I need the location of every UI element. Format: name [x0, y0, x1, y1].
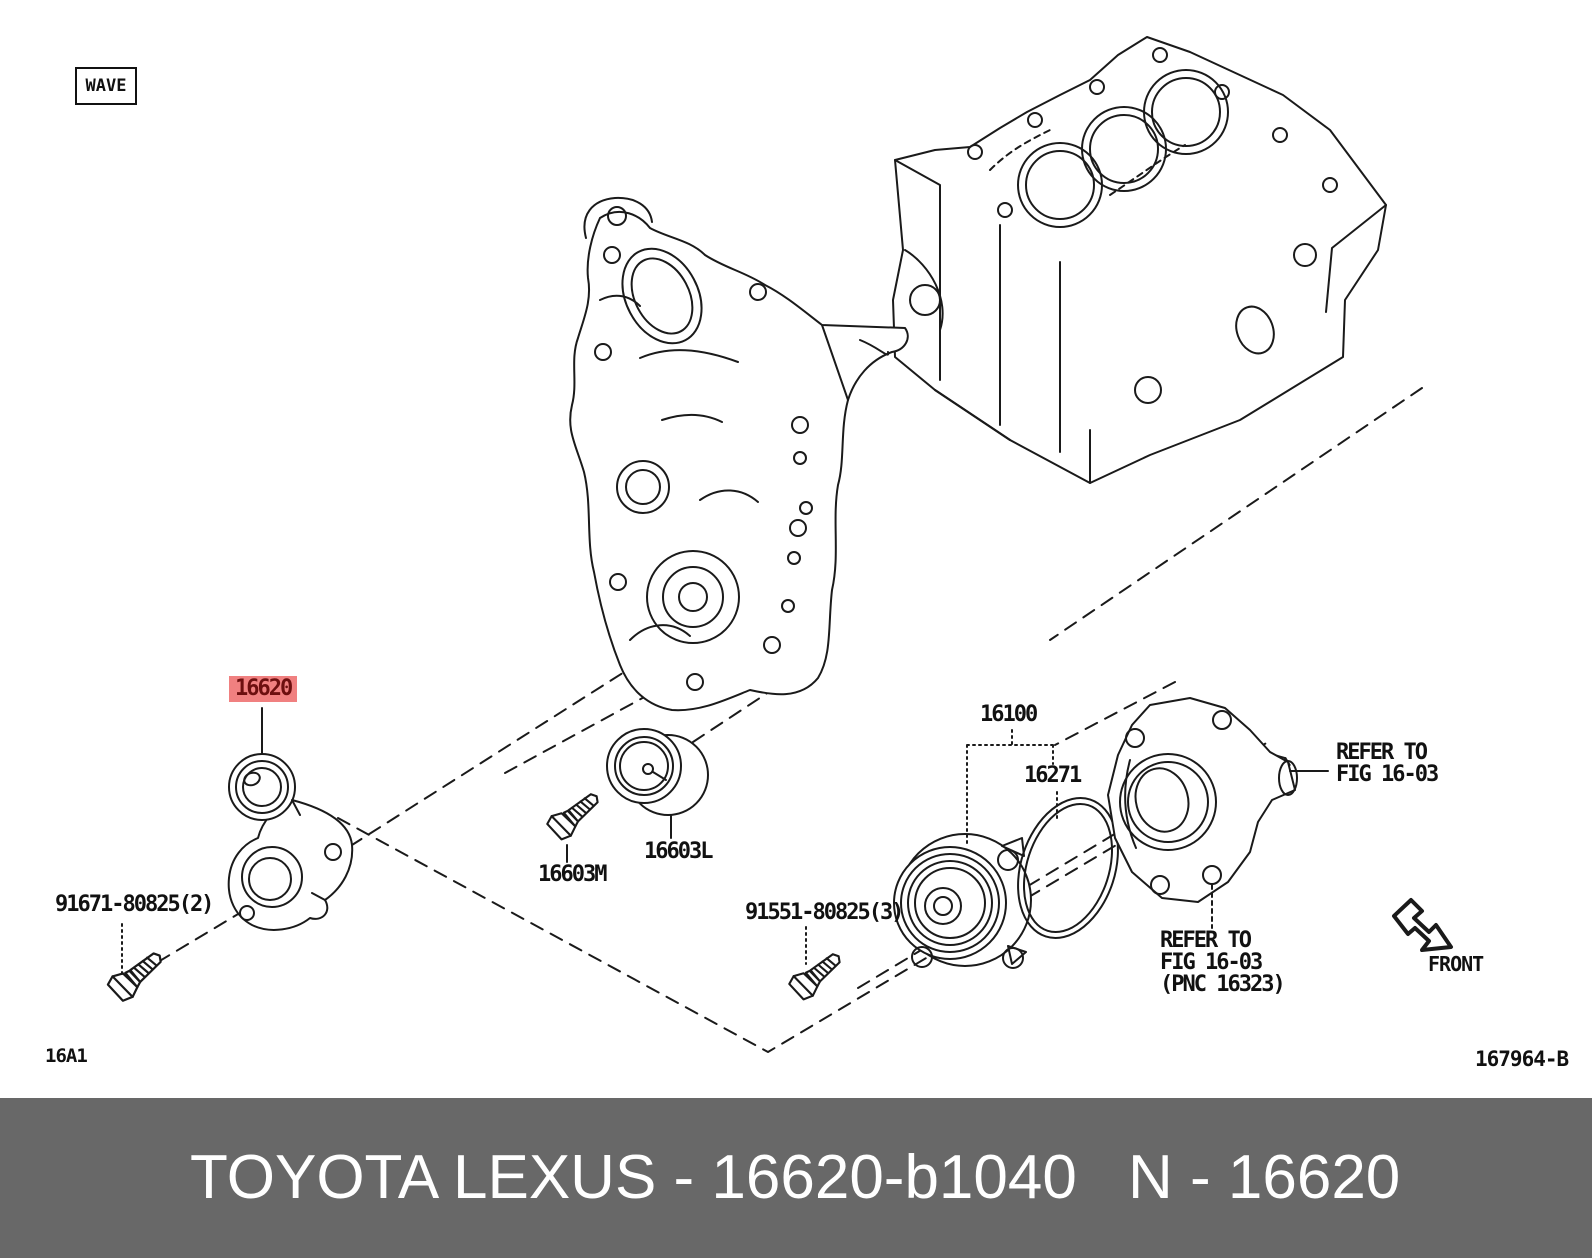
wave-tag: WAVE	[75, 67, 137, 105]
refer-note-top: REFER TO FIG 16-03	[1336, 740, 1439, 787]
refer-note-bottom-line3: (PNC 16323)	[1160, 972, 1286, 997]
belt-tensioner-drawing	[227, 753, 354, 931]
pump-housing-drawing	[1107, 697, 1298, 903]
refer-note-bottom: REFER TO FIG 16-03 (PNC 16323)	[1160, 928, 1286, 997]
front-label: FRONT	[1428, 952, 1484, 976]
banner-part-number: N - 16620	[1128, 1143, 1401, 1212]
cylinder-block-drawing	[892, 36, 1387, 484]
bolt-91551-drawing	[786, 944, 849, 1004]
bolt-16603M-drawing	[544, 784, 607, 844]
title-banner: TOYOTA LEXUS - 16620-b1040 N - 16620	[0, 1098, 1592, 1258]
part-label-16603L[interactable]: 16603L	[644, 839, 713, 864]
refer-note-top-line1: REFER TO	[1336, 740, 1428, 765]
refer-note-bottom-line1: REFER TO	[1160, 928, 1252, 953]
timing-cover-drawing	[569, 196, 909, 712]
o-ring-drawing	[1017, 797, 1119, 939]
part-label-91671-80825[interactable]: 91671-80825(2)	[55, 892, 214, 917]
front-arrow-icon	[1392, 898, 1453, 952]
part-label-16620[interactable]: 16620	[229, 676, 298, 702]
refer-note-bottom-line2: FIG 16-03	[1160, 950, 1263, 975]
water-pump-drawing	[893, 833, 1032, 969]
leader-lines	[121, 707, 1329, 977]
figure-code-right: 167964-B	[1475, 1047, 1569, 1071]
bolt-91671-drawing	[104, 943, 170, 1006]
refer-note-top-line2: FIG 16-03	[1336, 762, 1439, 787]
part-label-16100[interactable]: 16100	[980, 702, 1038, 727]
part-label-91551-80825[interactable]: 91551-80825(3)	[745, 900, 904, 925]
idler-pulley-drawing	[606, 728, 709, 816]
part-label-16603M[interactable]: 16603M	[538, 862, 607, 887]
figure-code-left: 16A1	[45, 1045, 88, 1067]
banner-part-title: TOYOTA LEXUS - 16620-b1040	[190, 1143, 1077, 1212]
part-label-16271[interactable]: 16271	[1024, 763, 1082, 788]
